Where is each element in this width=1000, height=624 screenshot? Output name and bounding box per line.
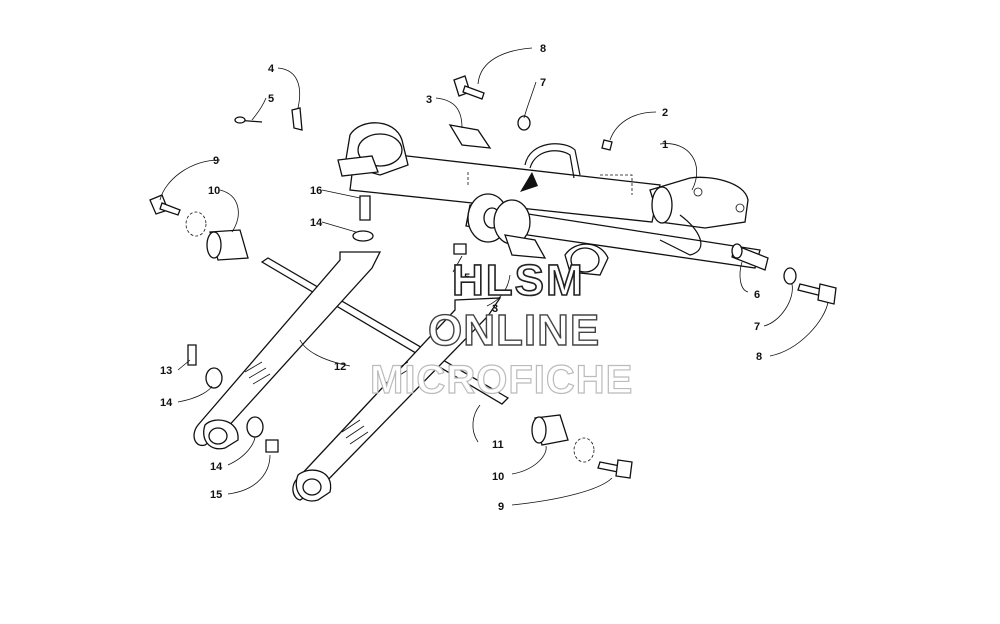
label-2: 2 — [662, 107, 668, 119]
label-15-bottom: 15 — [210, 489, 222, 501]
label-10-top: 10 — [208, 185, 220, 197]
cross-rod-and-arms — [193, 251, 510, 502]
label-12: 12 — [334, 361, 346, 373]
label-16: 16 — [310, 185, 322, 197]
leader-lines — [159, 47, 829, 506]
label-8-right: 8 — [756, 351, 762, 363]
label-15-middle: 15 — [458, 272, 470, 284]
label-4: 4 — [268, 63, 275, 75]
label-8-top: 8 — [540, 43, 546, 55]
spacers-and-bolts — [149, 194, 633, 479]
bushings — [448, 124, 547, 259]
part-labels: 8 7 2 1 3 4 5 9 10 16 14 15 3 6 7 8 12 1… — [160, 43, 762, 513]
watermark-line-1: HLSM — [452, 256, 585, 305]
label-14-top: 14 — [310, 217, 323, 229]
label-13: 13 — [160, 365, 172, 377]
label-14-bottom: 14 — [210, 461, 223, 473]
label-3-middle: 3 — [492, 303, 498, 315]
label-9-top: 9 — [213, 155, 219, 167]
label-5: 5 — [268, 93, 274, 105]
label-7-right: 7 — [754, 321, 760, 333]
label-10-bottom: 10 — [492, 471, 504, 483]
label-6: 6 — [754, 289, 760, 301]
watermark-line-3: MICROFICHE — [370, 358, 633, 402]
label-14-left: 14 — [160, 397, 173, 409]
label-9-bottom: 9 — [498, 501, 504, 513]
upper-shaft-assembly — [337, 122, 769, 276]
label-3-top: 3 — [426, 94, 432, 106]
watermark: HLSM ONLINE MICROFICHE — [369, 255, 633, 402]
watermark-line-2: ONLINE — [428, 306, 600, 355]
label-1: 1 — [662, 139, 668, 151]
label-11: 11 — [492, 439, 504, 451]
label-7-top: 7 — [540, 77, 546, 89]
